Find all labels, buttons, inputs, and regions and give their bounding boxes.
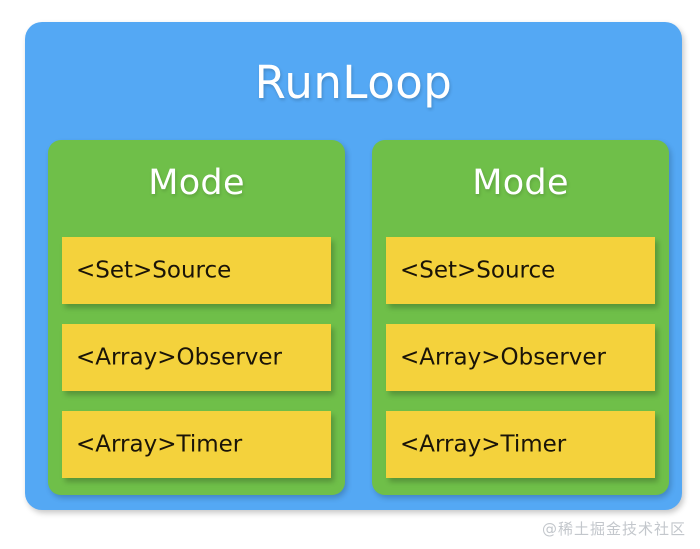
mode-item-label: <Set>Source xyxy=(76,257,232,283)
mode-item-observer: <Array>Observer xyxy=(386,324,655,391)
mode-item-source: <Set>Source xyxy=(386,237,655,304)
mode-item-observer: <Array>Observer xyxy=(62,324,331,391)
mode-item-label: <Array>Timer xyxy=(400,431,567,457)
mode-item-timer: <Array>Timer xyxy=(386,411,655,478)
mode-panel-title: Mode xyxy=(472,163,569,203)
mode-item-label: <Array>Observer xyxy=(76,344,283,370)
mode-item-label: <Array>Timer xyxy=(76,431,243,457)
mode-panel: Mode <Set>Source <Array>Observer <Array>… xyxy=(48,140,345,495)
runloop-title: RunLoop xyxy=(254,56,453,109)
mode-item-label: <Array>Observer xyxy=(400,344,607,370)
mode-panel-title: Mode xyxy=(148,163,245,203)
watermark: @稀土掘金技术社区 xyxy=(541,520,686,538)
mode-panel: Mode <Set>Source <Array>Observer <Array>… xyxy=(372,140,669,495)
mode-item-label: <Set>Source xyxy=(400,257,556,283)
mode-item-timer: <Array>Timer xyxy=(62,411,331,478)
mode-item-source: <Set>Source xyxy=(62,237,331,304)
runloop-container: RunLoop Mode <Set>Source <Array>Observer… xyxy=(25,22,682,510)
